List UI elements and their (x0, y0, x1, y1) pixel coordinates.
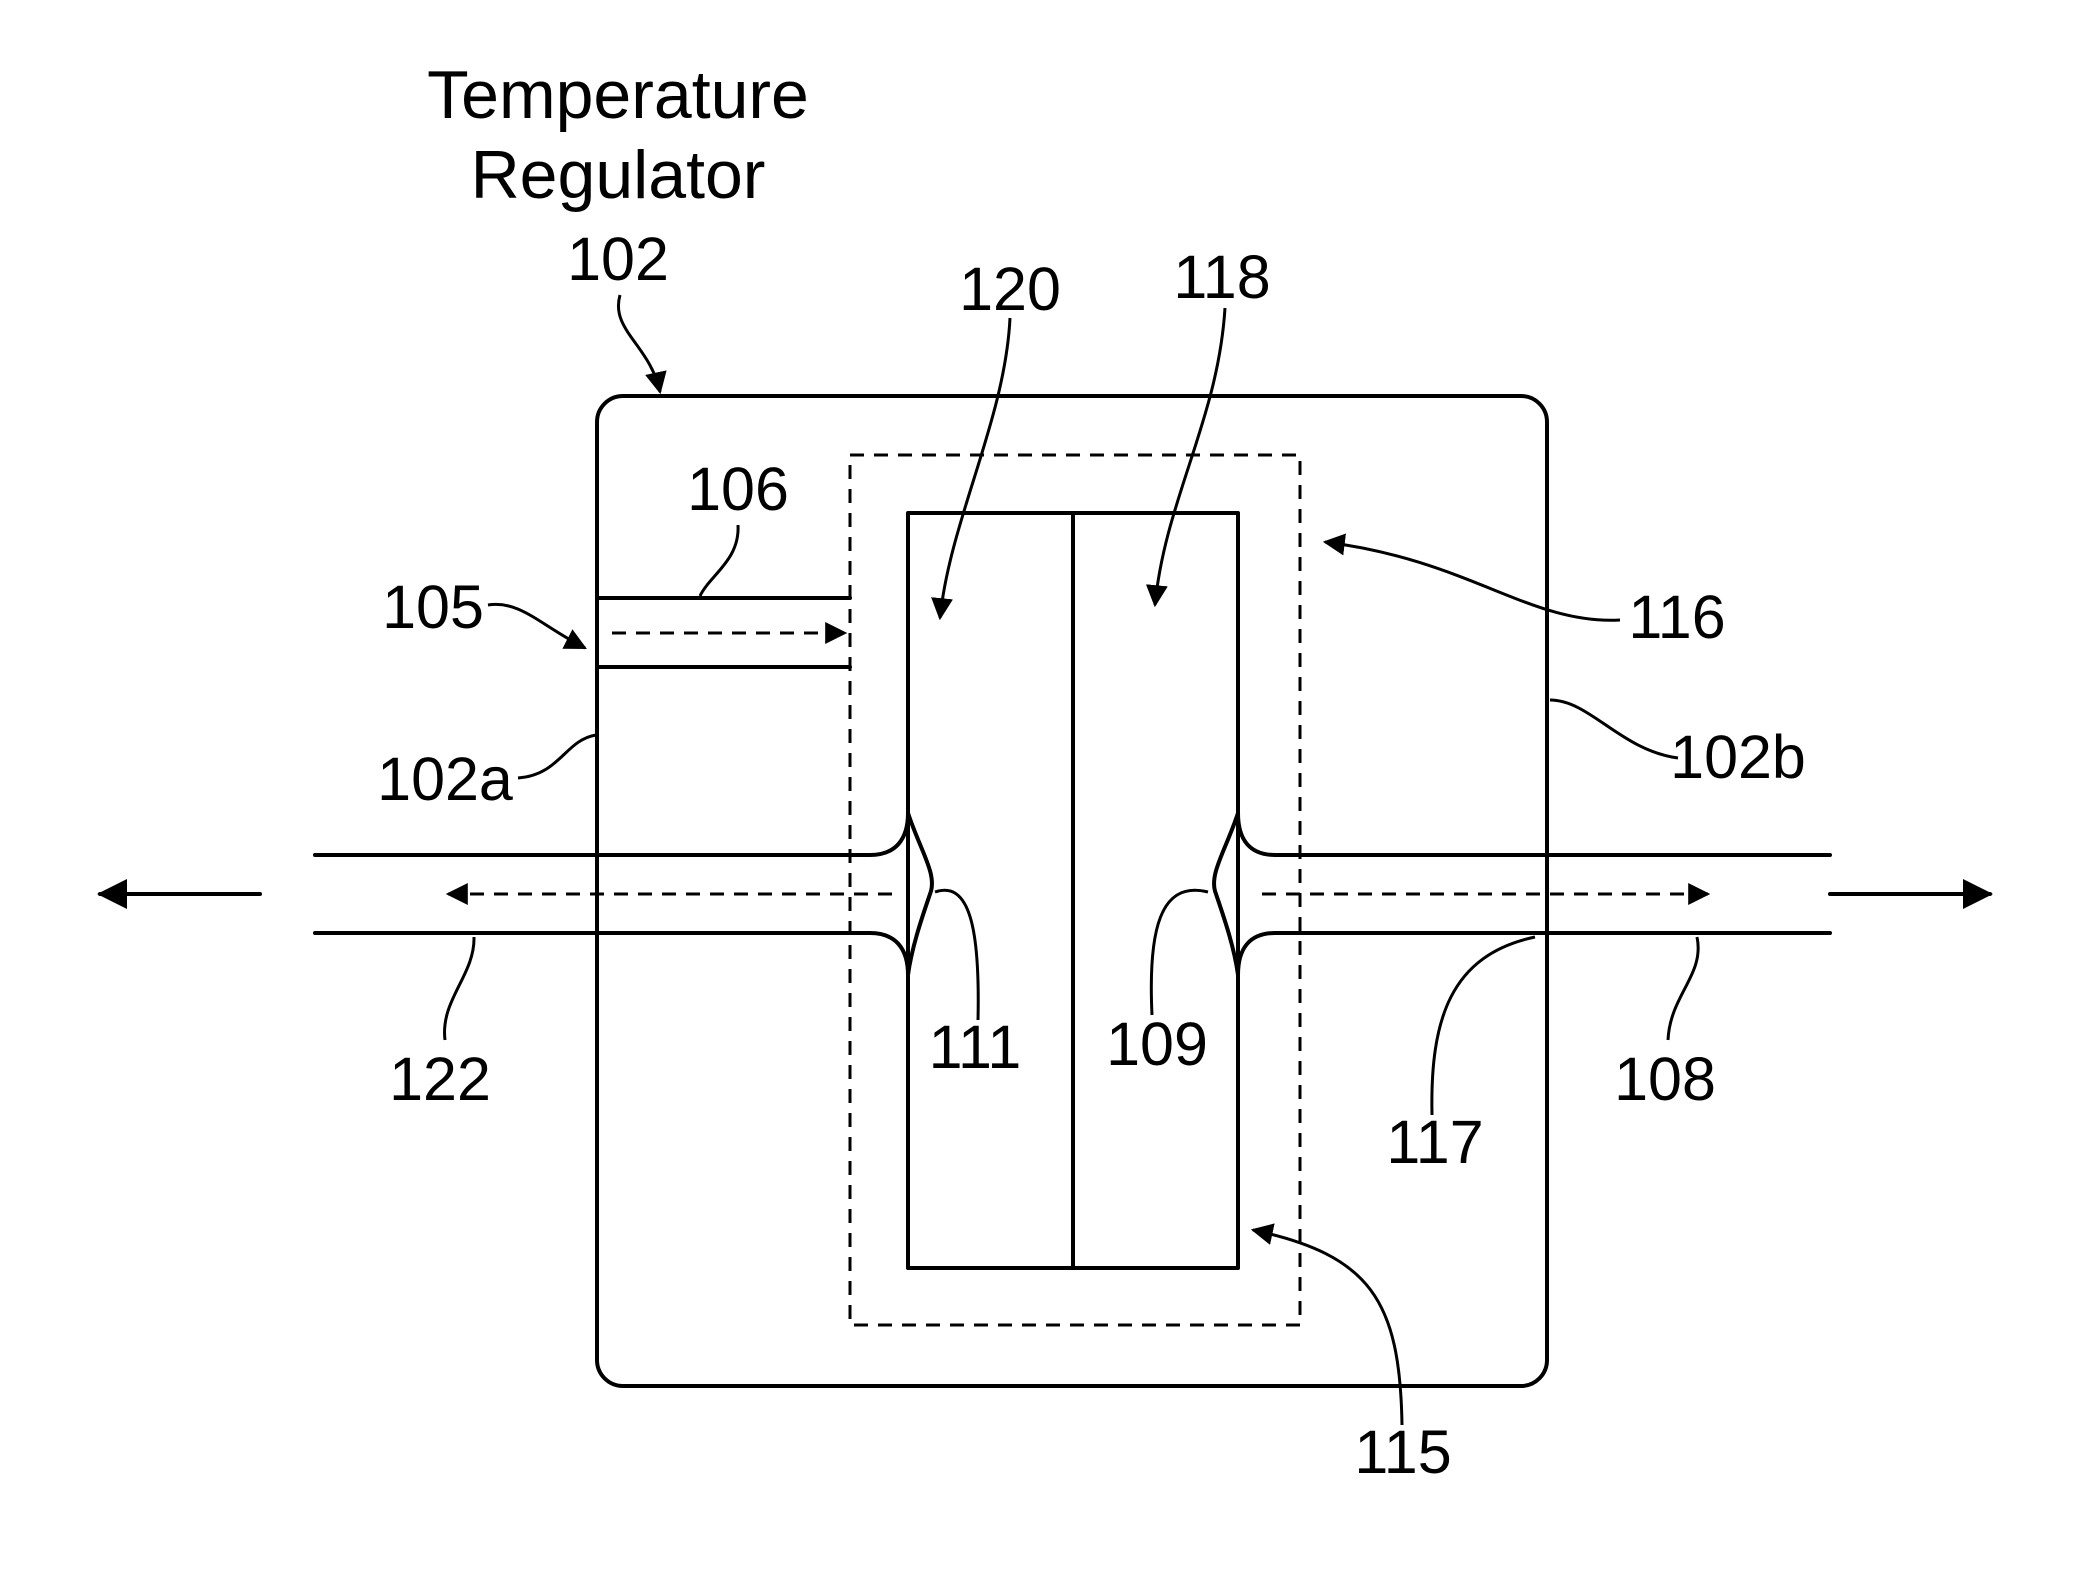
leader-117 (1432, 937, 1535, 1115)
right-tube-bottom (1238, 933, 1830, 975)
label-116: 116 (1628, 583, 1725, 651)
leader-120 (940, 318, 1010, 618)
leader-106 (700, 525, 738, 596)
leader-105 (488, 604, 585, 648)
left-tube-end (908, 813, 932, 975)
label-106: 106 (687, 455, 789, 523)
label-109: 109 (1106, 1010, 1208, 1078)
leader-122 (445, 937, 475, 1040)
leader-116 (1325, 542, 1620, 620)
right-tube-end (1214, 813, 1238, 975)
leader-111 (935, 890, 978, 1020)
leader-102 (618, 295, 660, 392)
label-105: 105 (382, 573, 484, 641)
leader-108 (1668, 937, 1698, 1040)
label-120: 120 (959, 255, 1061, 323)
leader-102a (518, 735, 596, 778)
label-115: 115 (1354, 1418, 1451, 1486)
label-108: 108 (1614, 1045, 1716, 1113)
label-118: 118 (1173, 243, 1270, 311)
title-line-1: Temperature (427, 57, 809, 133)
label-102b: 102b (1670, 723, 1806, 791)
leader-109 (1151, 890, 1208, 1015)
leader-115 (1253, 1230, 1402, 1425)
label-117: 117 (1386, 1108, 1483, 1176)
left-tube-bottom (315, 933, 908, 975)
label-102: 102 (567, 225, 669, 293)
label-102a: 102a (377, 745, 513, 813)
right-tube-top (1238, 813, 1830, 855)
leader-102b (1550, 700, 1678, 758)
label-111: 111 (929, 1013, 1022, 1081)
label-122: 122 (389, 1045, 491, 1113)
title-line-2: Regulator (471, 137, 766, 213)
left-tube-top (315, 813, 908, 855)
